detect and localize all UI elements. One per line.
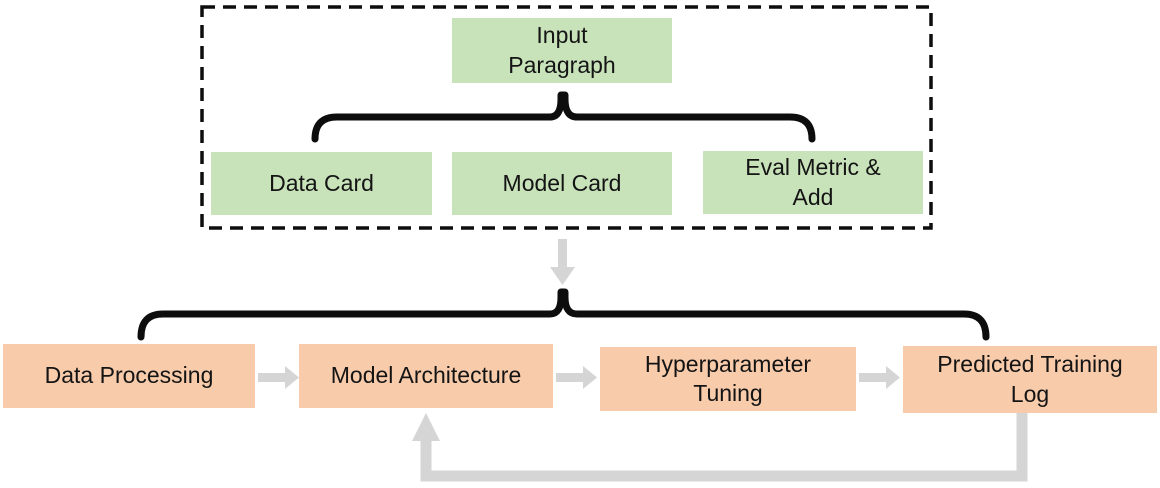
data-card-node: Data Card	[211, 152, 432, 215]
model-architecture-node: Model Architecture	[299, 344, 553, 408]
flow-arrow-1	[258, 366, 299, 389]
down-arrow	[550, 239, 575, 285]
flow-arrow-3	[859, 366, 900, 389]
input-paragraph-node: Input Paragraph	[452, 18, 672, 83]
bottom-brace	[137, 288, 990, 341]
predicted-training-log-node: Predicted Training Log	[903, 346, 1157, 413]
model-card-node: Model Card	[452, 152, 672, 215]
hyperparameter-tuning-node: Hyperparameter Tuning	[600, 347, 856, 411]
data-processing-node: Data Processing	[3, 344, 255, 408]
eval-metric-add-node: Eval Metric & Add	[703, 151, 923, 214]
top-brace	[311, 91, 816, 143]
flow-arrow-2	[556, 366, 597, 389]
input-group-dashed-border	[200, 5, 933, 230]
feedback-arrow	[412, 413, 1028, 482]
